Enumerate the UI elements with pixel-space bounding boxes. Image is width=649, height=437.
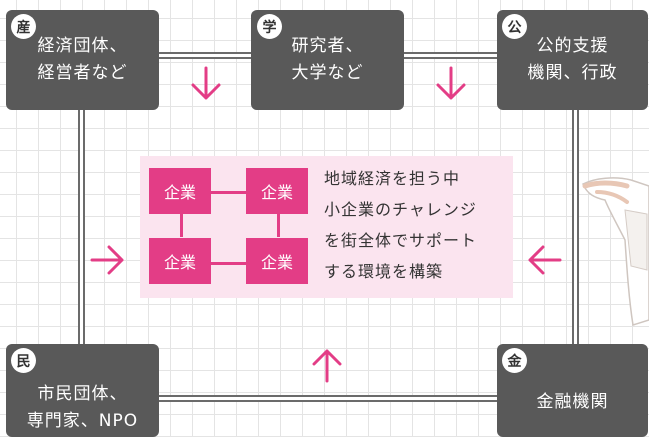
company-box: 企業 bbox=[149, 168, 211, 214]
arrow-down-icon bbox=[436, 66, 466, 100]
center-text-line: 地域経済を担う中 bbox=[324, 169, 461, 188]
company-connector bbox=[210, 262, 250, 265]
node-industry-line2: 経営者など bbox=[37, 63, 128, 83]
arrow-left-icon bbox=[528, 245, 562, 275]
center-text-line: 小企業のチャレンジ bbox=[324, 200, 477, 219]
company-connector bbox=[210, 191, 250, 194]
badge-civil: 民 bbox=[11, 348, 36, 373]
badge-finance: 金 bbox=[502, 348, 527, 373]
node-civil-line2: 専門家、NPO bbox=[26, 411, 139, 431]
company-box: 企業 bbox=[149, 238, 211, 284]
company-connector bbox=[180, 213, 183, 237]
node-academia-line1: 研究者、 bbox=[291, 36, 364, 56]
node-public-line2: 機関、行政 bbox=[527, 63, 618, 83]
connector-left bbox=[78, 110, 85, 350]
arrow-up-icon bbox=[312, 349, 342, 383]
connector-bottom bbox=[150, 395, 510, 402]
center-text-line: を街全体でサポート bbox=[324, 231, 478, 250]
node-academia-line2: 大学など bbox=[291, 63, 364, 83]
company-box: 企業 bbox=[246, 168, 308, 214]
company-box: 企業 bbox=[246, 238, 308, 284]
node-industry-line1: 経済団体、 bbox=[37, 36, 128, 56]
connector-right bbox=[572, 110, 579, 350]
node-civil-line1: 市民団体、 bbox=[37, 384, 128, 404]
badge-public: 公 bbox=[502, 14, 527, 39]
company-connector bbox=[277, 213, 280, 237]
center-description: 地域経済を担う中 小企業のチャレンジ を街全体でサポート する環境を構築 bbox=[324, 163, 510, 287]
badge-industry: 産 bbox=[11, 14, 36, 39]
arrow-right-icon bbox=[90, 245, 124, 275]
center-text-line: する環境を構築 bbox=[324, 262, 444, 281]
badge-academia: 学 bbox=[257, 14, 282, 39]
hand-illustration bbox=[582, 177, 649, 326]
node-public-line1: 公的支援 bbox=[536, 36, 609, 56]
node-finance-line1: 金融機関 bbox=[536, 392, 609, 412]
arrow-down-icon bbox=[191, 66, 221, 100]
